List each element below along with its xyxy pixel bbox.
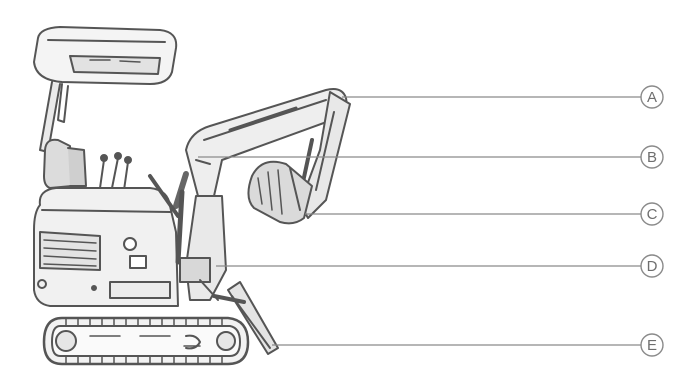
- swing-post: [180, 196, 226, 300]
- callout-label-e: E: [647, 337, 657, 354]
- callout-d: D: [641, 255, 663, 277]
- track-assembly: [44, 318, 248, 364]
- callout-c: C: [641, 203, 663, 225]
- bucket: [248, 162, 312, 224]
- callout-label-a: A: [647, 89, 657, 106]
- callout-e: E: [641, 334, 663, 356]
- canopy-roof: [34, 27, 176, 84]
- callout-a: A: [641, 86, 663, 108]
- callout-label-b: B: [647, 149, 657, 166]
- callout-label-d: D: [647, 258, 658, 275]
- operator-seat: [44, 140, 86, 188]
- callout-label-c: C: [647, 206, 658, 223]
- control-levers: [100, 153, 131, 190]
- callout-b: B: [641, 146, 663, 168]
- excavator-drawing: [34, 27, 350, 364]
- upper-body: [34, 188, 178, 306]
